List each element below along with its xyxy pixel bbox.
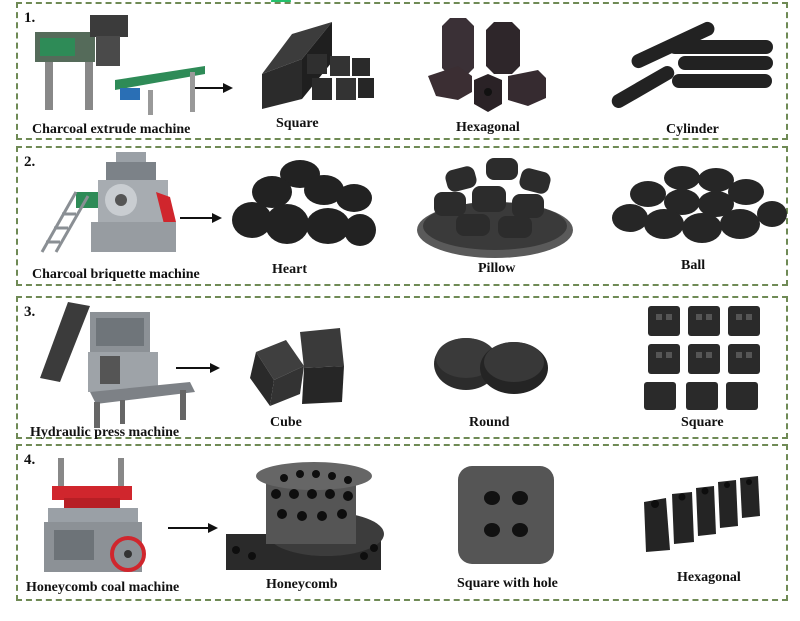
arrow-icon <box>176 363 220 373</box>
honeycomb-briquette-image <box>226 462 384 570</box>
row-number: 2. <box>24 154 36 170</box>
heart-charcoal-image <box>232 160 376 246</box>
arrow-icon <box>195 83 233 93</box>
square-with-hole-charcoal-image <box>458 466 554 564</box>
square-tablet-charcoal-image <box>644 306 760 410</box>
cube-charcoal-image <box>250 328 344 406</box>
product-label-hexagonal-honeycomb: Hexagonal <box>677 570 741 585</box>
machine-label-1: Charcoal extrude machine <box>32 122 191 137</box>
pillow-charcoal-image <box>417 158 573 258</box>
ball-charcoal-image <box>612 166 787 243</box>
product-label-square: Square <box>276 116 319 131</box>
arrow-icon <box>168 523 218 533</box>
product-label-heart: Heart <box>272 262 307 277</box>
product-label-pillow: Pillow <box>478 261 516 276</box>
product-label-square-with-hole: Square with hole <box>457 576 558 591</box>
product-label-ball: Ball <box>681 258 706 273</box>
hexagonal-honeycomb-charcoal-image <box>644 476 760 552</box>
cylinder-charcoal-image <box>611 21 773 108</box>
honeycomb-coal-machine-image <box>44 458 146 572</box>
product-label-cube: Cube <box>270 415 302 430</box>
arrow-icon <box>180 213 222 223</box>
hexagonal-charcoal-image <box>428 18 546 112</box>
square-charcoal-image <box>262 22 374 109</box>
product-label-square-tablet: Square <box>681 415 724 430</box>
charcoal-extrude-machine-image <box>35 15 205 115</box>
machine-label-2: Charcoal briquette machine <box>32 267 200 282</box>
hydraulic-press-machine-image <box>40 302 195 428</box>
product-label-round: Round <box>469 415 510 430</box>
row-number: 1. <box>24 10 36 26</box>
product-label-hexagonal: Hexagonal <box>456 120 520 135</box>
product-label-honeycomb: Honeycomb <box>266 577 338 592</box>
row-number: 4. <box>24 452 36 468</box>
row-number: 3. <box>24 304 36 320</box>
machine-label-3: Hydraulic press machine <box>30 425 180 440</box>
round-charcoal-image <box>434 338 548 394</box>
machine-label-4: Honeycomb coal machine <box>26 580 180 595</box>
product-label-cylinder: Cylinder <box>666 122 719 137</box>
charcoal-briquette-machine-image <box>40 152 176 253</box>
